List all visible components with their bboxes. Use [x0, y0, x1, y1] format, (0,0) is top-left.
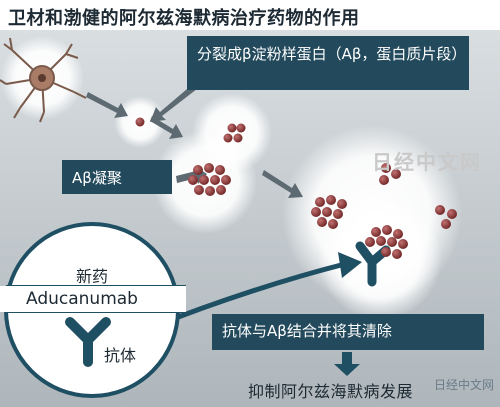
glow-spots — [0, 36, 462, 320]
down-arrow — [334, 352, 360, 376]
arrow-icon — [86, 92, 128, 118]
watermark: 日经中文网 — [372, 150, 482, 174]
callout-split: 分裂成β淀粉样蛋白（Aβ，蛋白质片段） — [187, 36, 469, 90]
antibody-y-icon — [65, 317, 111, 367]
antibody-label: 抗体 — [104, 346, 137, 365]
corner-watermark: 日经中文网 — [433, 378, 494, 392]
new-drug-label: 新药 — [75, 267, 108, 286]
drug-name: Aducanumab — [0, 286, 186, 312]
neuron-icon — [0, 37, 87, 123]
page-title: 卫材和渤健的阿尔兹海默病治疗药物的作用 — [8, 8, 360, 29]
result-text: 抑制阿尔兹海默病发展 — [248, 382, 414, 401]
particle-single — [135, 117, 145, 127]
callout-aggregate: Aβ凝聚 — [62, 160, 172, 194]
callout-bind: 抗体与Aβ结合并将其清除 — [212, 314, 484, 350]
arrow-icon — [150, 116, 183, 139]
arrow-icon — [338, 252, 362, 278]
antibody-bound — [355, 225, 408, 287]
particle-cluster-medium — [188, 163, 231, 196]
particle-cluster-large — [311, 163, 457, 229]
particle-cluster-small — [223, 123, 246, 143]
arrow-icon — [262, 170, 303, 198]
